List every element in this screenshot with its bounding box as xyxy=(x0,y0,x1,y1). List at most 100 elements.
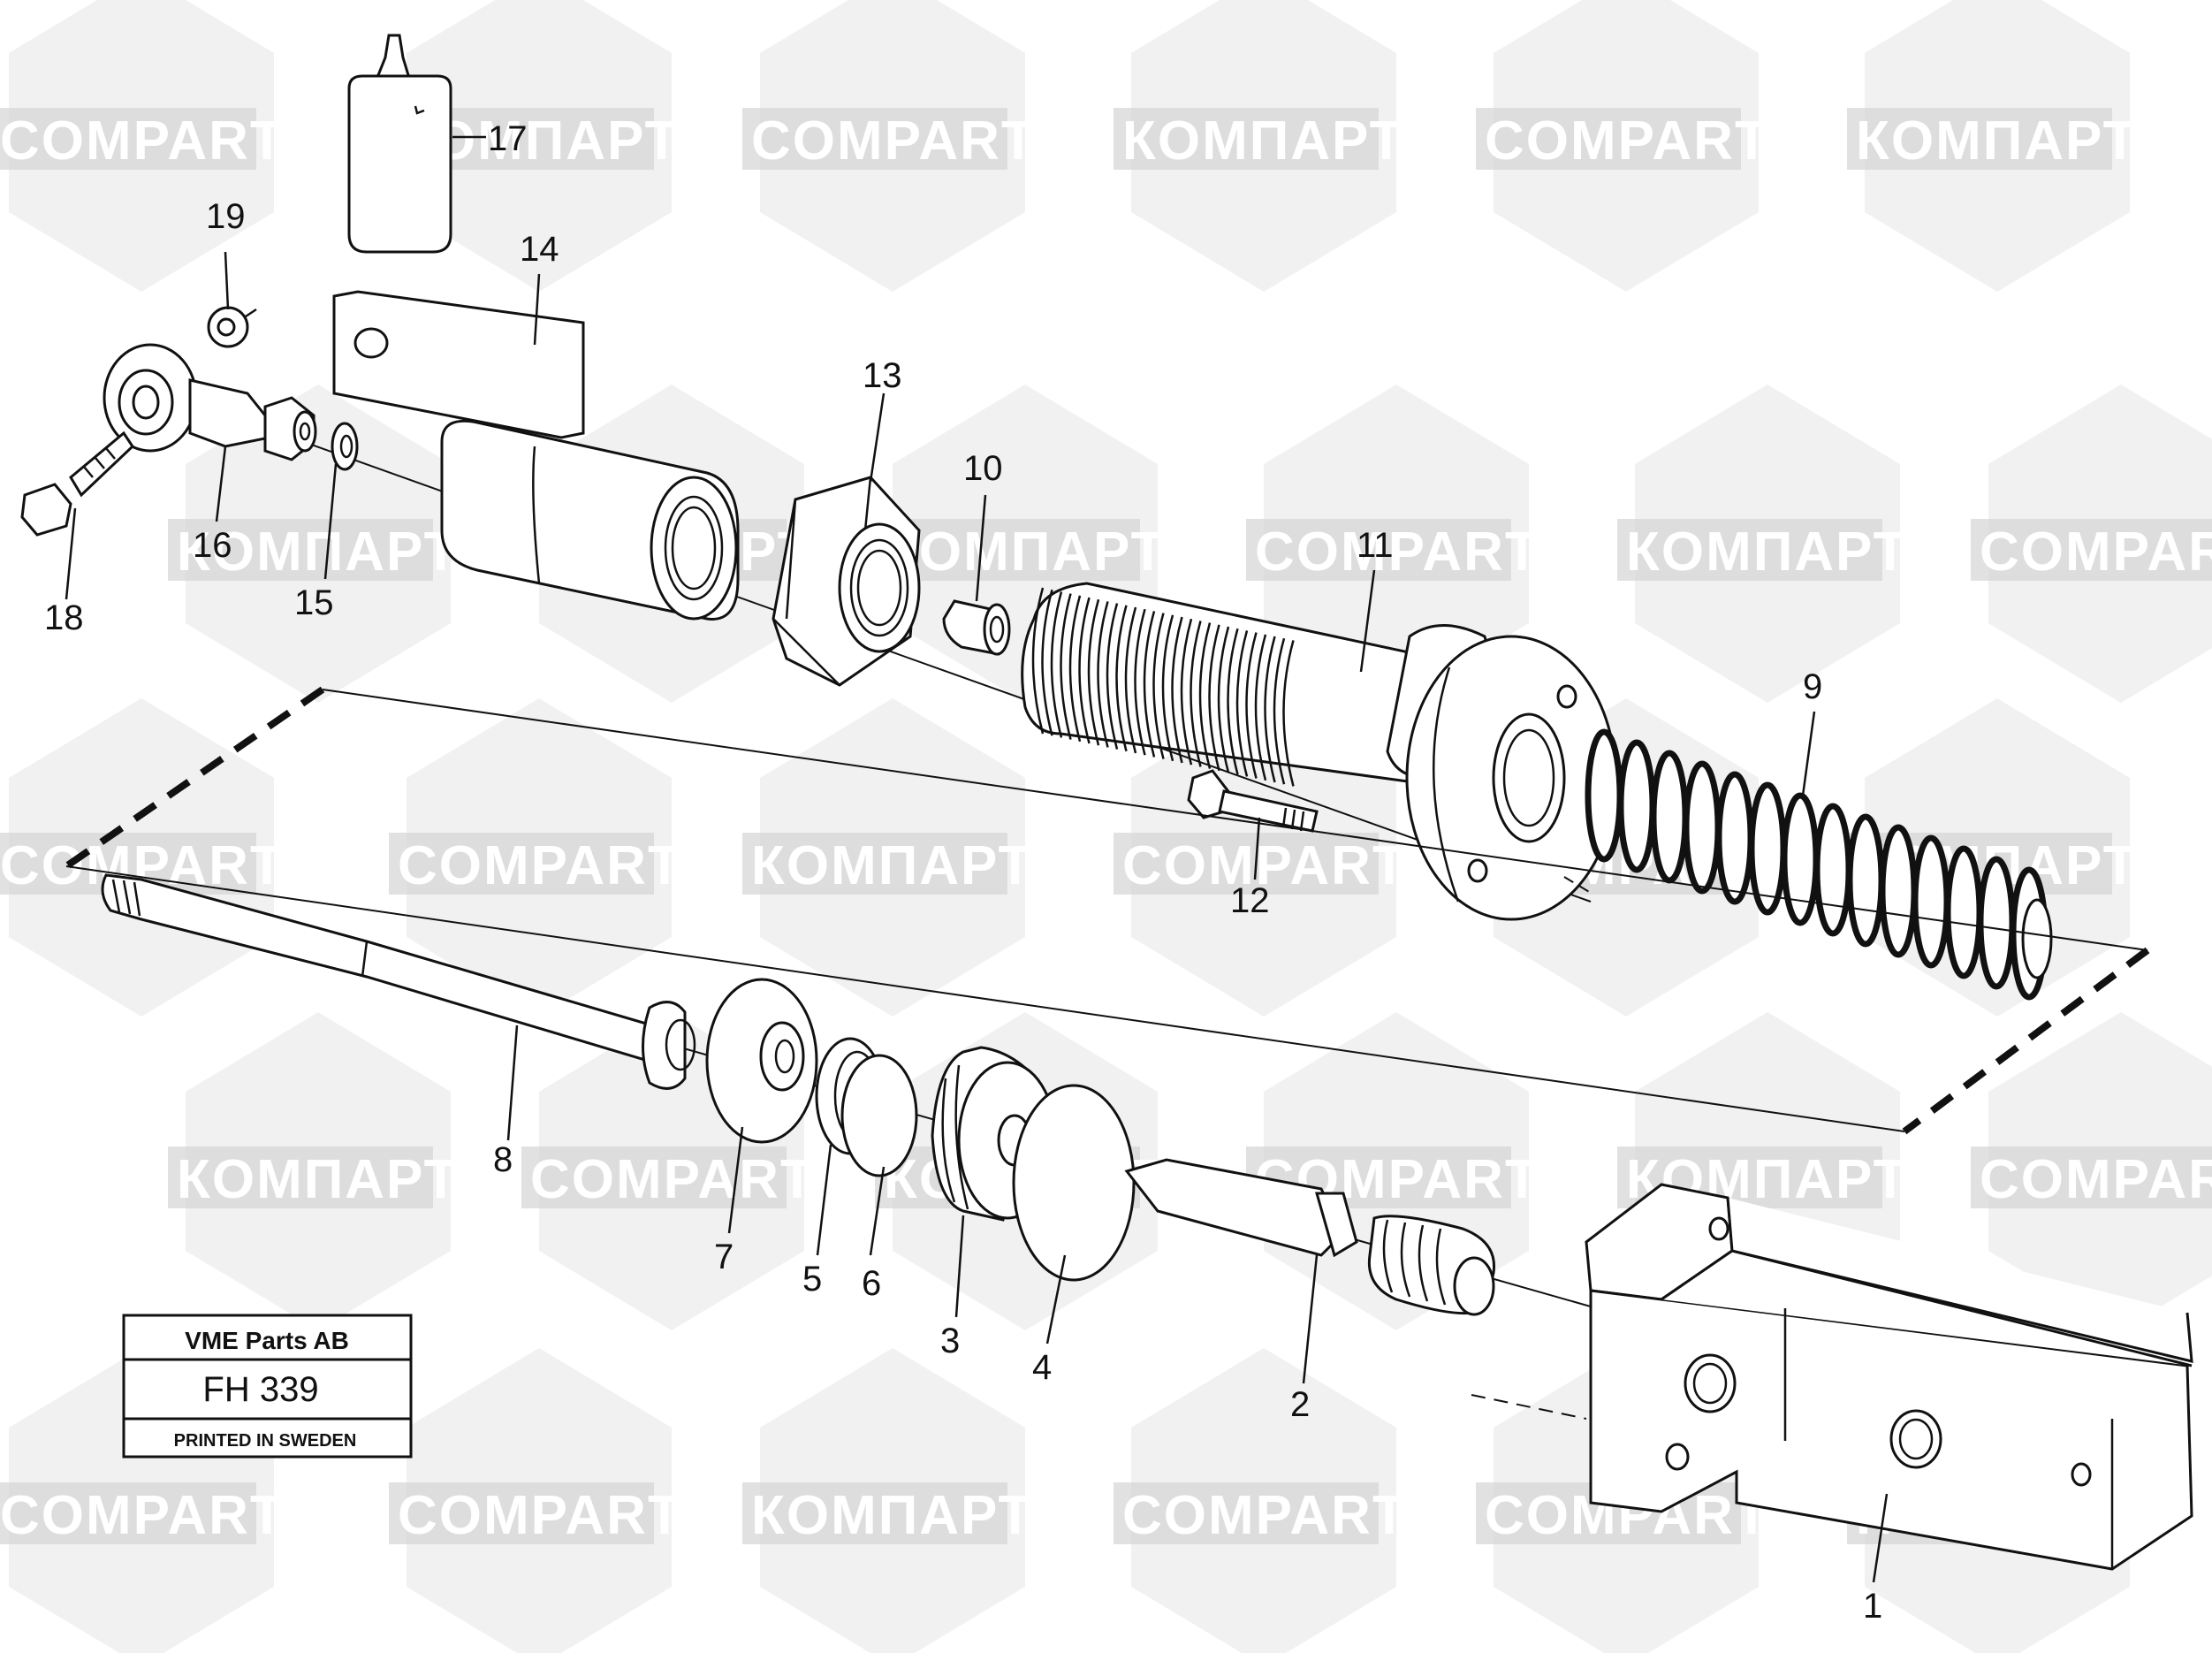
callout-8: 8 xyxy=(493,1140,513,1179)
watermark-band xyxy=(168,1146,433,1208)
lower-assembly xyxy=(101,873,2193,1571)
thread-line xyxy=(1041,589,1053,736)
part-18-bolt xyxy=(20,430,134,537)
spring-coil xyxy=(1813,803,1852,937)
watermark-band xyxy=(742,833,1007,895)
spring-coil xyxy=(1650,750,1689,884)
spring-coil xyxy=(1781,792,1820,926)
leader-lines xyxy=(65,135,1889,1583)
watermark-band xyxy=(742,1482,1007,1544)
thread-line xyxy=(1273,637,1286,785)
thread-line xyxy=(1124,606,1137,754)
watermark-band xyxy=(0,108,256,170)
thread-line xyxy=(1078,597,1091,744)
title-block: VME Parts AB FH 339 PRINTED IN SWEDEN xyxy=(122,1314,413,1459)
thread-line xyxy=(1198,622,1212,769)
spring-coil xyxy=(1879,824,1918,958)
part-10-bushing xyxy=(942,599,1011,656)
callout-19: 19 xyxy=(206,197,246,236)
watermark-band xyxy=(1114,1482,1379,1544)
watermark-text: КОМПАРТ xyxy=(177,522,459,583)
callout-7: 7 xyxy=(714,1238,734,1276)
watermark-band xyxy=(521,1146,787,1208)
spring-coil xyxy=(1846,813,1885,948)
spring-coil xyxy=(1585,728,1623,863)
thread-line xyxy=(1190,621,1202,767)
watermark-band xyxy=(1114,108,1379,170)
watermark-text: КОМПАРТ xyxy=(884,522,1166,583)
callout-18: 18 xyxy=(44,598,84,637)
watermark-text: COMPART xyxy=(398,1485,683,1546)
watermark-text: COMPART xyxy=(1980,522,2212,583)
spring-coil xyxy=(1977,856,2016,990)
callout-10: 10 xyxy=(963,449,1003,488)
callout-16: 16 xyxy=(193,526,232,565)
watermark-text: КОМПАРТ xyxy=(751,835,1033,896)
watermark-band xyxy=(1847,108,2112,170)
thread-line xyxy=(1115,605,1128,752)
callout-5: 5 xyxy=(802,1260,822,1299)
part-1-housing xyxy=(1471,1183,2193,1571)
thread-line xyxy=(1134,608,1146,756)
watermark-band xyxy=(0,1482,256,1544)
title-block-note: PRINTED IN SWEDEN xyxy=(174,1431,357,1451)
thread-line xyxy=(1254,634,1267,781)
watermark-text: COMPART xyxy=(398,835,683,896)
thread-line xyxy=(1282,640,1295,787)
thread-line xyxy=(1152,613,1165,759)
part-19-small-nut xyxy=(207,306,257,348)
thread-line xyxy=(1171,616,1183,764)
spring-coil xyxy=(1748,781,1787,916)
watermark-text: COMPART xyxy=(1255,522,1540,583)
callout-11: 11 xyxy=(1357,526,1394,565)
thread-line xyxy=(1068,595,1082,743)
watermark-band xyxy=(1114,833,1379,895)
thread-line xyxy=(1031,587,1045,735)
part-6-o-ring xyxy=(840,1054,918,1177)
thread-line xyxy=(1208,624,1220,772)
callout-14: 14 xyxy=(520,230,559,269)
thread-line xyxy=(1143,611,1156,758)
watermark-band xyxy=(168,519,433,581)
part-14-bracket-sleeve xyxy=(332,290,740,621)
watermark-band xyxy=(1617,519,1882,581)
callout-4: 4 xyxy=(1032,1348,1052,1387)
spring-coil xyxy=(1944,845,1983,979)
thread-line xyxy=(1180,618,1193,766)
watermark-text: COMPART xyxy=(0,110,285,171)
part-9-coil-spring xyxy=(1585,728,2053,1001)
callout-2: 2 xyxy=(1290,1385,1310,1424)
callout-12: 12 xyxy=(1230,881,1270,920)
thread-line xyxy=(1161,614,1174,762)
watermark-text: COMPART xyxy=(1122,1485,1408,1546)
thread-line xyxy=(1264,636,1276,783)
thread-line xyxy=(1235,630,1249,777)
spring-coil xyxy=(1683,760,1722,895)
callout-9: 9 xyxy=(1803,667,1822,706)
thread-line xyxy=(1050,591,1063,738)
part-4-large-o-ring xyxy=(1012,1084,1136,1282)
callout-1: 1 xyxy=(1863,1587,1882,1626)
part-16-spacer xyxy=(263,396,317,461)
callout-6: 6 xyxy=(862,1264,881,1303)
callout-17: 17 xyxy=(488,119,528,158)
spring-coil xyxy=(1912,834,1950,969)
part-2-valve-pin xyxy=(1124,1158,1496,1316)
watermark-text: КОМПАРТ xyxy=(1626,522,1908,583)
part-16-rod-end xyxy=(103,343,271,453)
watermark-band xyxy=(1246,519,1511,581)
part-8-shaft xyxy=(101,873,696,1090)
spring-coil xyxy=(1715,771,1754,905)
spring-end xyxy=(2021,898,2053,979)
thread-line xyxy=(1097,601,1109,748)
watermark-text: COMPART xyxy=(530,1149,816,1210)
watermark-text: КОМПАРТ xyxy=(1122,110,1404,171)
watermark-band xyxy=(1971,1146,2212,1208)
watermark-text: КОМПАРТ xyxy=(177,1149,459,1210)
thread-line xyxy=(1087,598,1100,746)
watermark-band xyxy=(742,108,1007,170)
callout-15: 15 xyxy=(294,583,334,622)
watermark-text: COMPART xyxy=(1485,110,1770,171)
callout-13: 13 xyxy=(863,356,902,395)
